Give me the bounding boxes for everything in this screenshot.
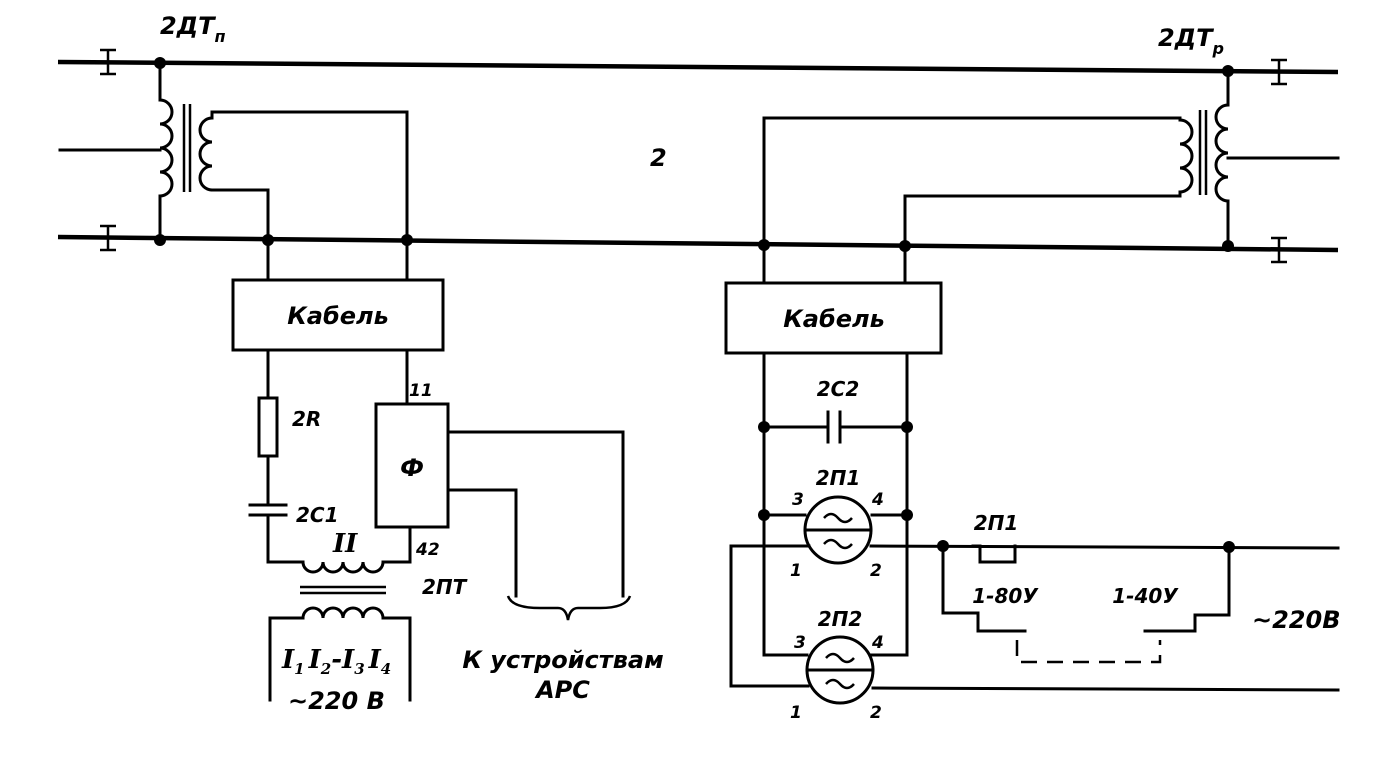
label-filter: Ф [400,454,424,482]
local-wire-lower [871,686,1340,692]
insulating-joint-bottom-left [100,224,116,252]
label-to-devices-line2: АРС [534,676,590,704]
ars-brace [506,595,632,621]
cable-box-right [724,281,943,355]
ars-wire-inner [446,488,518,598]
insulating-joint-top-left [100,48,116,76]
label-terminal-42: 42 [415,540,440,560]
rails [57,48,1339,264]
label-resistor: 2R [292,407,321,431]
label-pin-2a: 2 [870,561,882,581]
cable-box-left [231,278,445,352]
label-track-transformer-left: 2ДТп [160,12,226,46]
transformer-2pt-primary [301,606,385,620]
label-capacitor-1: 2С1 [296,503,339,527]
track-transformer-right [758,65,1340,252]
label-pin-4a: 4 [871,490,884,510]
contact-2p1-front [971,544,1017,564]
label-pin-1a: 1 [790,561,802,581]
track-transformer-left [58,57,413,246]
label-winding-2: II [332,529,358,559]
relay-2p1-tilde-bottom [823,538,853,550]
label-cable-left: Кабель [287,302,389,330]
right-relay-circuit [729,351,1340,705]
label-supply-right: ~220В [1252,606,1341,634]
label-relay-2p1: 2П1 [816,466,861,490]
insulating-joint-bottom-right [1271,236,1287,264]
filter-box [374,402,450,529]
label-pin-2b: 2 [870,703,882,723]
switch-40-branch [1143,545,1231,633]
label-pin-4b: 4 [871,633,884,653]
label-supply-left: ~220 В [288,687,385,715]
insulating-joint-top-right [1271,58,1287,86]
label-pin-3a: 3 [792,490,804,510]
label-relay-contact-2p1: 2П1 [974,511,1019,535]
rail-bottom [57,234,1339,253]
label-switch-80: 1-80У [972,584,1039,608]
label-pin-3b: 3 [794,633,806,653]
label-track-circuit-number: 2 [650,144,667,172]
label-capacitor-2: 2С2 [817,377,860,401]
resistor-2r [257,396,279,458]
local-wire-left-loop [729,544,811,688]
label-cable-right: Кабель [783,305,885,333]
relay-2p2-tilde-top [825,652,855,664]
label-pin-1b: 1 [790,703,802,723]
label-track-transformer-right: 2ДТр [1158,24,1224,58]
label-to-devices-line1: К устройствам [462,646,663,674]
relay-2p2-tilde-bottom [825,678,855,690]
label-transformer-2pt: 2ПТ [422,575,468,599]
switch-80-branch [941,544,1027,633]
switch-mechanical-link [1015,640,1162,664]
left-receiver-circuit [248,348,412,702]
labels: 2ДТп 2ДТр 2 Кабель Кабель 2R 2С1 Ф 11 42… [160,12,1341,723]
rail-top [57,59,1339,75]
label-switch-40: 1-40У [1112,584,1179,608]
relay-2p1-tilde-top [823,512,853,524]
winding-2-coil [301,560,385,574]
label-relay-2p2: 2П2 [818,607,863,631]
label-terminal-11: 11 [409,381,433,401]
ars-wire-outer [446,430,625,598]
